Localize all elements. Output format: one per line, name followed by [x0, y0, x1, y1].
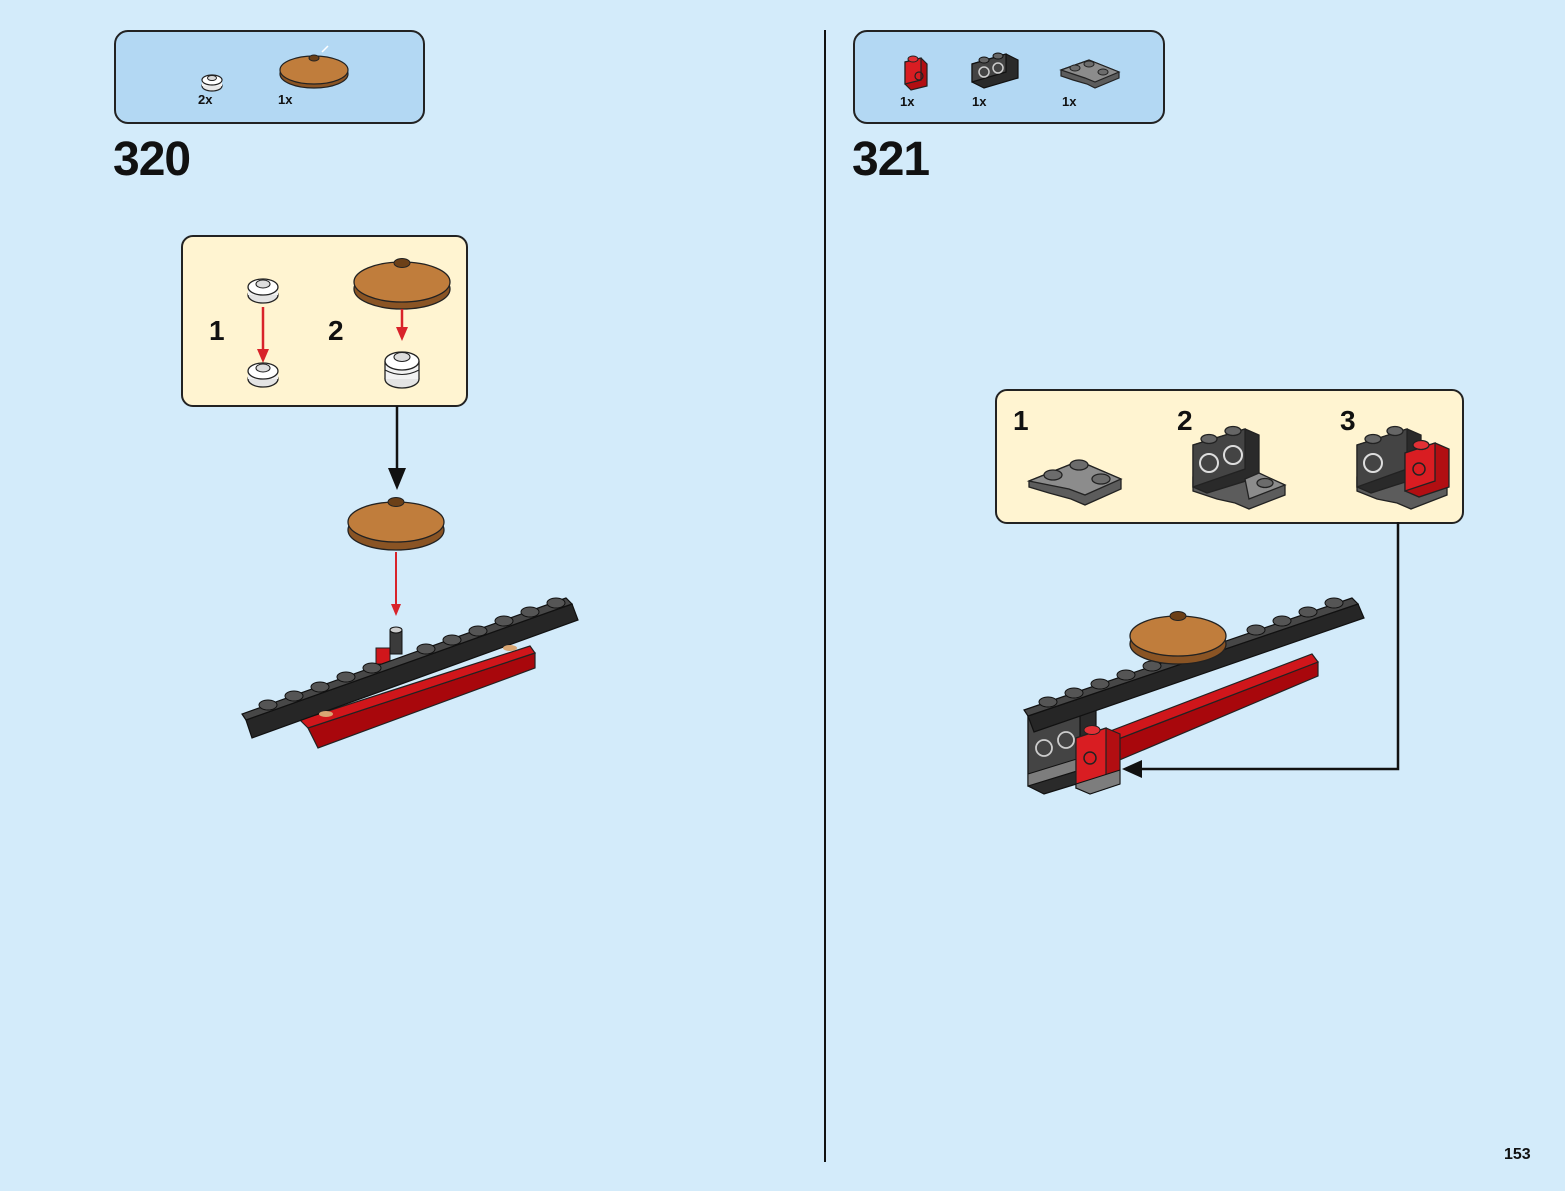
parts-list-321: 1x 1x 1x: [853, 30, 1165, 124]
substep-number: 2: [328, 315, 344, 346]
assembly-arrow: [1122, 522, 1400, 778]
substep-number: 1: [1013, 405, 1029, 436]
assembly-320-illustration: [241, 497, 579, 749]
substep-number: 3: [1340, 405, 1356, 436]
part-qty-grey-plate: 1x: [1062, 94, 1077, 109]
part-qty-round-plate: 2x: [198, 92, 213, 107]
dish-brown-icon: [279, 45, 349, 89]
substep-320-illustration: [247, 258, 451, 389]
assembly-arrow: [388, 406, 406, 490]
part-qty-dark-brick: 1x: [972, 94, 987, 109]
parts-list-320: 2x 1x: [114, 30, 425, 124]
round-plate-white-icon: [201, 74, 223, 92]
substep-number: 2: [1177, 405, 1193, 436]
substep-321-illustration: [1026, 425, 1450, 510]
part-qty-red-brick: 1x: [900, 94, 915, 109]
substep-box-320: 1 2: [181, 235, 468, 407]
grey-corner-plate-icon: [1059, 59, 1121, 89]
step-number-321: 321: [852, 133, 930, 186]
page-number: 153: [1504, 1146, 1531, 1163]
dark-brick-icon: [971, 52, 1019, 89]
part-qty-dish: 1x: [278, 92, 293, 107]
substep-box-321: 1 2 3: [995, 389, 1464, 524]
assembly-321-illustration: [1023, 597, 1365, 795]
step-number-320: 320: [113, 133, 191, 186]
red-brick-icon: [904, 55, 928, 91]
substep-number: 1: [209, 315, 225, 346]
page-divider: [824, 30, 826, 1162]
